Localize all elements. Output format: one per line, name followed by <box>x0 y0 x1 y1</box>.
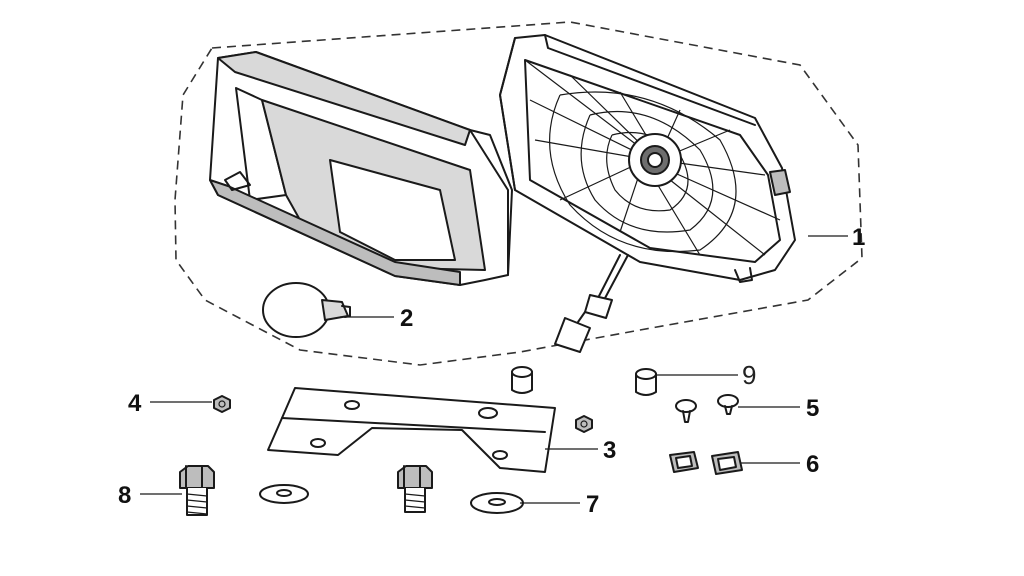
spacer-right <box>635 368 657 396</box>
callout-8: 8 <box>118 482 131 509</box>
bolt-left <box>179 465 215 516</box>
nut-right <box>575 415 593 433</box>
callout-1: 1 <box>852 224 865 251</box>
leader-lines <box>140 235 848 504</box>
washer-left <box>259 484 309 504</box>
callout-6: 6 <box>806 451 819 478</box>
headlight-housing <box>499 34 796 353</box>
callout-9: 9 <box>742 360 756 390</box>
nut-left <box>213 395 231 413</box>
callout-2: 2 <box>400 305 413 332</box>
bulb <box>262 282 351 338</box>
spacer-left <box>511 366 533 394</box>
callout-5: 5 <box>806 395 819 422</box>
screw-right <box>717 394 739 415</box>
washer-right <box>470 492 524 514</box>
screw-left <box>675 399 697 423</box>
clip-nut-right <box>711 451 743 475</box>
callout-3: 3 <box>603 437 616 464</box>
headlight-lens <box>209 51 513 286</box>
mounting-bracket <box>267 387 556 473</box>
callout-4: 4 <box>128 390 142 417</box>
bolt-right <box>397 465 433 513</box>
clip-nut-left <box>669 451 699 473</box>
callout-7: 7 <box>586 491 599 518</box>
